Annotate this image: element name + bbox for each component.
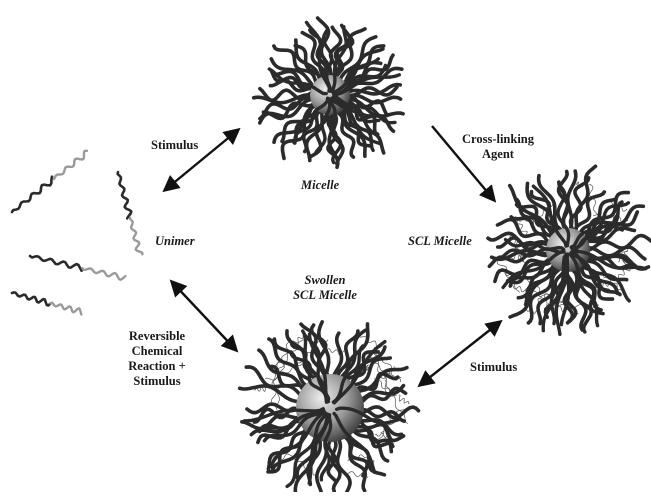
crosslink-strand: [327, 349, 346, 356]
micelle-illustration: [254, 18, 403, 167]
unimer-chain-light: [82, 268, 125, 280]
crosslinking-agent-label: Cross-linking Agent: [456, 132, 540, 162]
scl-micelle-label: SCL Micelle: [408, 234, 472, 249]
micelle-label: Micelle: [301, 178, 339, 193]
swollen-label-line1: Swollen: [283, 273, 367, 288]
arrows: [165, 126, 500, 385]
crosslinking-line2: Agent: [456, 147, 540, 162]
arrow-scl-swollen: [420, 322, 500, 385]
unimer-chain-dark: [12, 292, 50, 305]
unimer-chain-dark: [118, 172, 132, 218]
reversible-line4: Stimulus: [118, 374, 196, 389]
reversible-line3: Reaction +: [118, 359, 196, 374]
unimer-chain-dark: [12, 177, 52, 212]
unimer-chain-light: [130, 218, 142, 255]
unimer-chain-dark: [30, 256, 82, 271]
reversible-line2: Chemical: [118, 344, 196, 359]
swollen-scl-micelle-illustration: [240, 322, 419, 492]
unimer-chain-light: [54, 151, 87, 179]
unimer-label: Unimer: [155, 234, 195, 249]
reversible-reaction-label: Reversible Chemical Reaction + Stimulus: [118, 329, 196, 389]
stimulus-right-label: Stimulus: [470, 360, 517, 375]
crosslink-strand: [399, 395, 409, 404]
unimer-chain-light: [51, 303, 82, 315]
reversible-line1: Reversible: [118, 329, 196, 344]
crosslinking-line1: Cross-linking: [456, 132, 540, 147]
unimer-chains: [12, 151, 143, 315]
swollen-scl-micelle-label: Swollen SCL Micelle: [283, 273, 367, 303]
swollen-label-line2: SCL Micelle: [283, 288, 367, 303]
scl-micelle-illustration: [488, 166, 651, 334]
stimulus-top-label: Stimulus: [151, 138, 198, 153]
